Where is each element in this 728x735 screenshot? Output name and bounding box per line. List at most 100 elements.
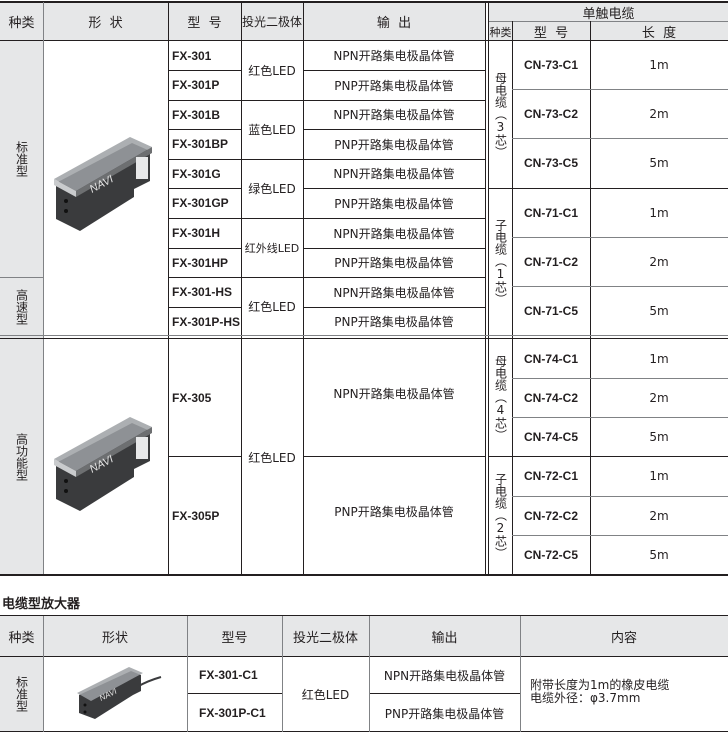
model-cell: FX-301HP [172,255,229,270]
cable-length-cell: 1m [649,351,669,366]
table-border [168,70,241,71]
model-cell: FX-305 [172,390,212,405]
table-border [168,100,485,101]
header-cable-group: 单触电缆 [582,6,635,22]
output-cell: NPN开路集电极晶体管 [333,386,455,401]
model-cell: FX-301P [172,78,220,92]
cable-length-cell: 5m [649,429,669,444]
cable-length-cell: 2m [649,254,669,269]
table-border [168,248,241,249]
header-output: 输 出 [376,16,412,31]
sensor-amplifier-icon: NAVI [54,137,152,231]
table-border [369,616,370,732]
content-line: 附带长度为1m的橡皮电缆 [530,678,670,692]
table-border [512,286,728,287]
table-border [0,335,728,336]
output-cell: PNP开路集电极晶体管 [334,504,454,519]
table-border [520,616,521,732]
cable-model-cell: CN-72-C2 [524,508,579,523]
table-border [0,277,43,278]
header-model: 型 号 [187,16,222,31]
table-border [512,535,728,536]
model-cell: FX-301 [172,48,212,63]
table-border [369,693,520,694]
sensor-amplifier-with-cable-icon: NAVI [77,667,162,719]
cable-length-cell: 5m [649,304,669,318]
table-border [43,616,44,732]
kind-standard: 标准型 [14,676,29,712]
output-cell: PNP开路集电极晶体管 [334,137,454,152]
cable-length-cell: 5m [649,548,669,562]
cable-length-cell: 1m [649,58,669,72]
model-cell: FX-301P-HS [172,314,241,329]
model-cell: FX-301-C1 [199,668,258,682]
header-diode: 投光二极体 [241,15,302,29]
header-shape: 形 状 [88,16,123,31]
diode-cell: 红色LED [248,300,296,314]
table-border [43,2,44,575]
header-bg [0,2,485,41]
table-border [512,237,728,238]
table-border [168,307,241,308]
table-border [168,218,485,219]
diode-cell: 红外线LED [244,241,300,255]
table-border [303,456,485,457]
table-border [241,2,242,575]
cable-kind-cell: 母电缆（3芯） [493,71,508,158]
output-cell: NPN开路集电极晶体管 [333,49,455,63]
table-border [187,616,188,732]
cable-length-cell: 2m [649,390,669,405]
cable-kind-cell: 子电缆（1芯） [493,219,508,305]
header-cable-length: 长 度 [641,26,677,41]
header-cable-model: 型 号 [533,26,569,41]
content-line: 电缆外径：φ3.7mm [530,691,641,705]
table-border [0,731,728,732]
cable-model-cell: CN-72-C5 [524,548,579,562]
cable-model-cell: CN-74-C1 [524,351,579,366]
cable-length-cell: 2m [649,106,669,121]
table-border [489,456,728,457]
cable-length-cell: 5m [649,156,669,170]
product-image-standard: NAVI [52,135,164,235]
table-border [168,129,241,130]
output-cell: PNP开路集电极晶体管 [334,256,454,270]
cable-model-cell: CN-74-C5 [524,429,579,444]
model-cell: FX-301-HS [172,285,233,299]
cable-model-cell: CN-73-C2 [524,106,579,121]
header-shape: 形状 [101,630,128,646]
header-model: 型号 [221,630,248,646]
kind-high-function: 高功能型 [14,433,29,481]
table-border [0,40,728,41]
cable-length-cell: 1m [649,469,669,483]
table-border [282,616,283,732]
table-border [168,277,485,278]
table-border [489,188,728,189]
cable-kind-cell: 子电缆（2芯） [493,472,508,559]
table-border [0,574,728,576]
kind-column-bg [0,656,43,732]
output-cell: PNP开路集电极晶体管 [334,315,454,329]
header-output: 输出 [431,630,458,646]
table-border [488,2,489,575]
product-image-high-function: NAVI [52,415,164,515]
table-border [303,2,304,575]
cable-model-cell: CN-73-C5 [524,156,579,170]
table-border [168,456,241,457]
output-cell: NPN开路集电极晶体管 [333,285,455,300]
header-bg [0,616,728,656]
table-border [512,138,728,139]
table-border [489,21,728,22]
table-border [485,2,486,575]
kind-column-bg [0,41,43,575]
table-border [512,378,728,379]
table-border [0,338,728,339]
header-kind: 种类 [8,16,35,31]
sensor-amplifier-icon: NAVI [54,417,152,511]
kind-high-speed: 高速型 [14,288,29,325]
output-cell: PNP开路集电极晶体管 [334,196,454,211]
cable-model-cell: CN-74-C2 [524,390,579,405]
section-title-cable-amplifier: 电缆型放大器 [2,597,81,612]
product-image-cable-amplifier: NAVI [75,665,165,725]
cable-kind-cell: 母电缆（4芯） [493,354,508,441]
output-cell: NPN开路集电极晶体管 [383,668,506,683]
